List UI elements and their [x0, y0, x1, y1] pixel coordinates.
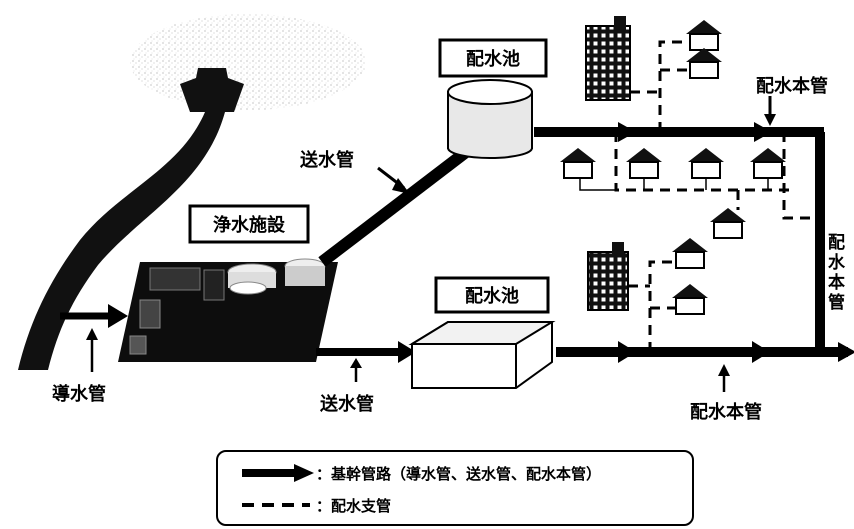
- house-icon: [710, 208, 746, 239]
- main-lower-arrow-2: [752, 341, 770, 363]
- conduit-arrow-head: [108, 304, 128, 328]
- house-icon: [750, 148, 786, 179]
- plant-tank-2-body: [285, 266, 325, 286]
- treatment-plant-label-box: [188, 204, 310, 244]
- main-right-label-1: 配: [828, 233, 845, 253]
- reservoir-upper-top: [447, 79, 533, 105]
- main-lower-arrow-1: [618, 341, 636, 363]
- apartment-building-lower: [587, 242, 629, 311]
- plant-detail: [139, 299, 161, 329]
- main-top-pointer-head: [764, 114, 776, 126]
- house-icon: [560, 148, 596, 179]
- legend-main-pipe-arrow: [242, 464, 314, 482]
- plant-building: [149, 267, 201, 291]
- transmission-lower-arrow: [398, 341, 416, 363]
- main-bottom-label: 配水本管: [690, 401, 762, 423]
- branch-pipes-lower: [628, 260, 676, 352]
- plant-tank-3: [229, 281, 267, 295]
- legend: ：基幹管路（導水管、送水管、配水本管） ：配水支管: [216, 450, 694, 526]
- apartment-building-upper: [585, 16, 631, 101]
- main-upper-arrow-2: [754, 122, 772, 142]
- house-icon: [686, 48, 722, 79]
- reservoir-upper-label-box: [438, 38, 548, 78]
- dousuikan-pointer-head: [86, 328, 98, 340]
- plant-building-2: [203, 269, 225, 301]
- house-icon: [672, 238, 708, 269]
- conduit-river: [18, 112, 225, 370]
- main-right-label-2: 水: [828, 252, 846, 273]
- dousuikan-label: 導水管: [52, 383, 106, 405]
- main-right-label-3: 本: [828, 272, 845, 293]
- legend-row-branch: ：配水支管: [238, 492, 391, 518]
- transmission-pipe-upper: [318, 147, 470, 267]
- sousuikan-lower-pointer-head: [350, 358, 362, 368]
- plant-detail-2: [129, 335, 147, 355]
- dam-icon: [180, 68, 244, 112]
- legend-main-text: ：基幹管路（導水管、送水管、配水本管）: [316, 464, 602, 483]
- house-icon: [672, 284, 708, 315]
- main-bottom-pointer-head: [718, 364, 730, 376]
- main-top-label: 配水本管: [756, 75, 828, 97]
- treatment-plant-label: 浄水施設: [213, 214, 286, 236]
- reservoir-lower-label-box: [434, 276, 550, 314]
- main-right-label-4: 管: [828, 292, 845, 313]
- sousuikan-upper-label: 送水管: [299, 149, 354, 171]
- legend-branch-pipe-dash: [242, 503, 310, 507]
- house-icon: [686, 20, 722, 51]
- sousuikan-lower-label: 送水管: [319, 393, 374, 415]
- reservoir-lower-top: [408, 321, 556, 345]
- legend-row-main: ：基幹管路（導水管、送水管、配水本管）: [238, 460, 601, 486]
- main-upper-arrow-1: [618, 122, 636, 142]
- legend-branch-text: ：配水支管: [316, 496, 392, 515]
- reservoir-lower-label: 配水池: [465, 285, 519, 307]
- house-icon: [688, 148, 724, 179]
- mountain-cloud: [130, 14, 366, 110]
- branch-taps-upper: [579, 174, 769, 191]
- house-icon: [626, 148, 662, 179]
- sousuikan-upper-pointer-head: [392, 178, 410, 194]
- reservoir-upper-label: 配水池: [466, 48, 520, 70]
